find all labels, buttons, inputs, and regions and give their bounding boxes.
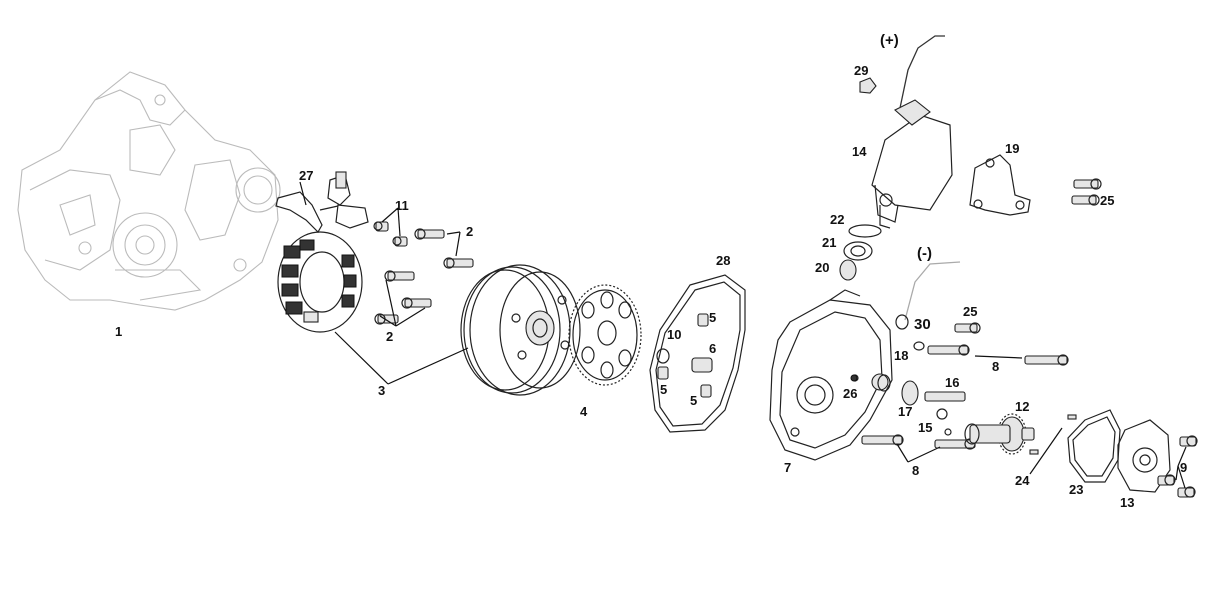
label-5: 5 [690, 393, 697, 408]
negative-wire [904, 261, 961, 321]
label-19: 19 [1005, 141, 1019, 156]
label-4: 4 [580, 404, 588, 419]
bracket-19-drawing [954, 154, 1102, 334]
label-17: 17 [898, 404, 912, 419]
long-bolt-8-drawing [861, 344, 1069, 450]
label-6: 6 [709, 341, 716, 356]
label-15: 15 [918, 420, 932, 435]
label-22: 22 [830, 212, 844, 227]
label-18: 18 [894, 348, 908, 363]
bolt-11-drawing [373, 221, 408, 247]
stator-drawing [277, 231, 363, 333]
label-9: 9 [1180, 460, 1187, 475]
label-29: 29 [854, 63, 868, 78]
label-24: 24 [1015, 473, 1030, 488]
label-28: 28 [716, 253, 730, 268]
starter-motor-drawing [871, 99, 953, 229]
starter-gear-drawing [568, 284, 642, 386]
ignition-cover-drawing [769, 289, 893, 461]
label-16: 16 [945, 375, 959, 390]
label-positive: (+) [880, 32, 899, 49]
small-cover-drawing [1117, 419, 1198, 498]
dowel-parts-drawing [656, 313, 713, 398]
double-gear-drawing [964, 413, 1035, 455]
flywheel-rotor-drawing [460, 264, 581, 396]
label-5: 5 [709, 310, 716, 325]
label-12: 12 [1015, 399, 1029, 414]
small-hardware-drawing [839, 77, 925, 392]
gasket-23-drawing [1029, 409, 1121, 483]
label-8: 8 [992, 359, 999, 374]
label-10: 10 [667, 327, 681, 342]
positive-wire [899, 35, 945, 109]
label-26: 26 [843, 386, 857, 401]
label-2: 2 [466, 224, 473, 239]
bolt-2-drawing [374, 228, 474, 325]
label-11: 11 [395, 198, 409, 213]
label-8: 8 [912, 463, 919, 478]
pickup-bracket-drawing [275, 171, 369, 233]
label-13: 13 [1120, 495, 1134, 510]
label-1: 1 [115, 324, 122, 339]
label-14: 14 [852, 144, 867, 159]
label-27: 27 [299, 168, 313, 183]
label-2: 2 [386, 329, 393, 344]
idler-parts-drawing [850, 374, 966, 436]
label-30: 30 [914, 316, 931, 333]
callout-labels: 1 2 2 3 4 5 5 5 6 7 8 8 9 10 11 12 13 14… [115, 32, 1187, 510]
label-21: 21 [822, 235, 836, 250]
label-25: 25 [1100, 193, 1114, 208]
label-3: 3 [378, 383, 385, 398]
crankcase-drawing [17, 71, 281, 311]
gasket-28-drawing [649, 274, 746, 433]
label-25: 25 [963, 304, 977, 319]
wire-terminal [895, 314, 909, 330]
label-7: 7 [784, 460, 791, 475]
label-negative: (-) [917, 245, 932, 262]
label-5: 5 [660, 382, 667, 397]
label-23: 23 [1069, 482, 1083, 497]
label-20: 20 [815, 260, 829, 275]
leader-lines [299, 181, 1187, 489]
